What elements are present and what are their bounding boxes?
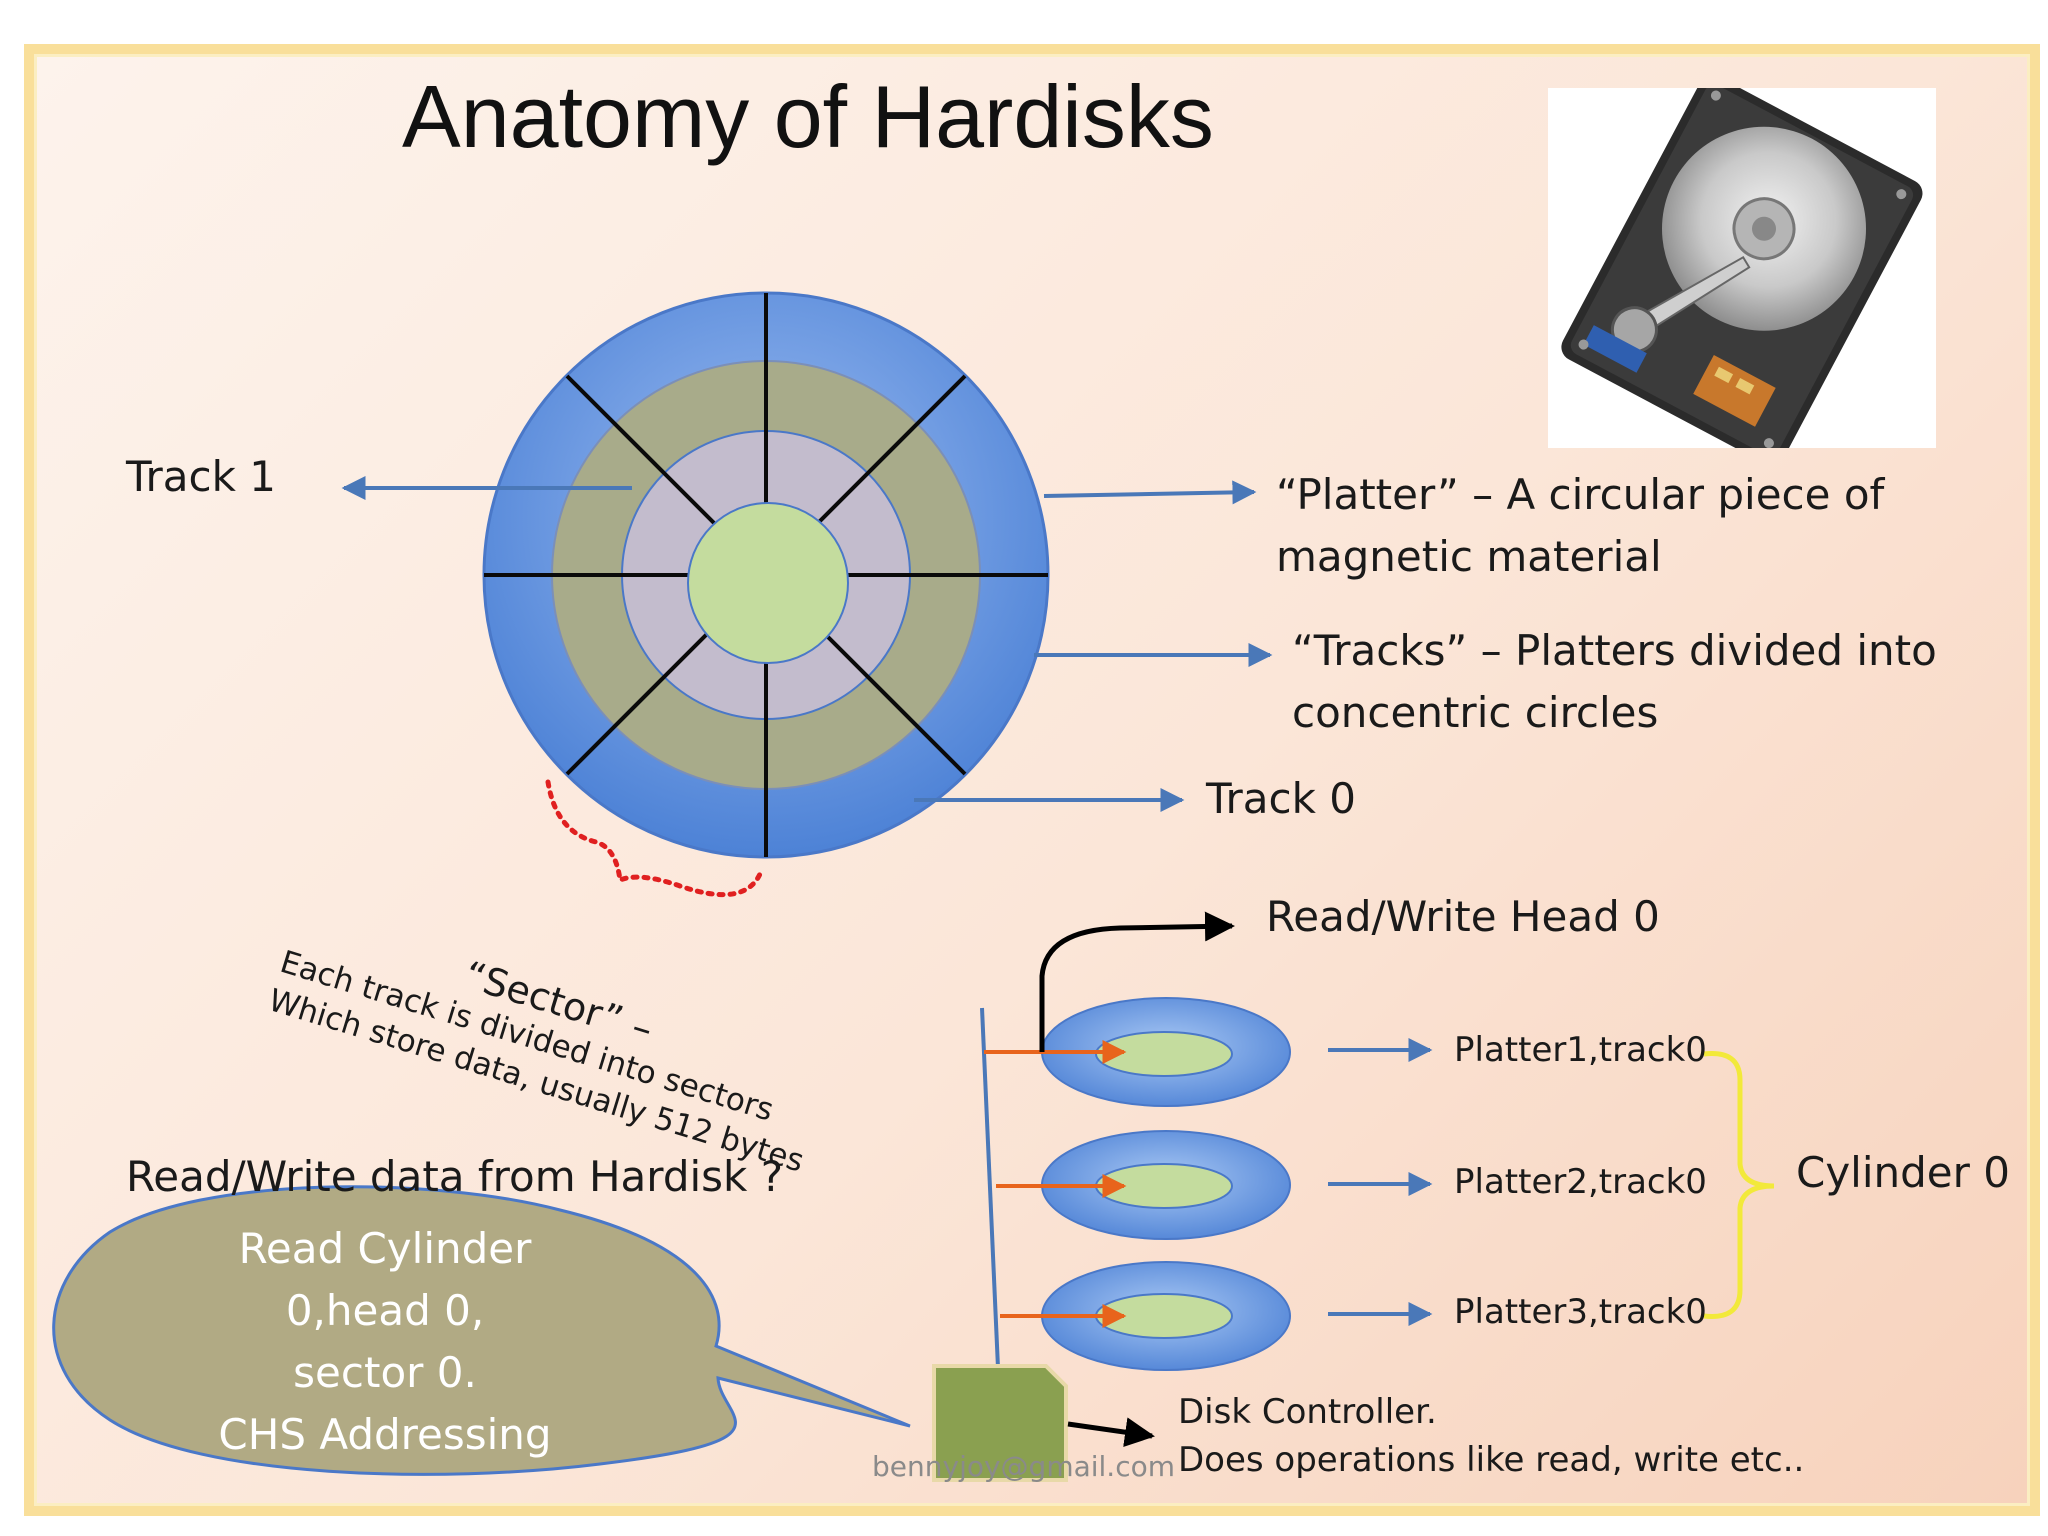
hdd-photo — [1548, 75, 1936, 466]
platter-arrow — [1043, 480, 1257, 505]
label-tracks-line2: concentric circles — [1292, 688, 1659, 737]
platter-top-view — [482, 291, 1050, 859]
bubble-line-1: Read Cylinder — [238, 1224, 532, 1273]
label-platter3: Platter3,track0 — [1454, 1292, 1707, 1332]
disk-controller-chip — [932, 1364, 1068, 1482]
cylinder-brace — [1703, 1051, 1775, 1319]
bubble-text: Read Cylinder 0,head 0, sector 0. CHS Ad… — [170, 1218, 600, 1466]
watermark: bennyjoy@gmail.com — [872, 1450, 1176, 1483]
bubble-line-2: 0,head 0, — [285, 1286, 485, 1335]
bubble-line-4: CHS Addressing — [218, 1410, 552, 1459]
label-controller-line1: Disk Controller. — [1178, 1392, 1437, 1432]
platter-stack — [1041, 997, 1291, 1371]
label-tracks-line1: “Tracks” – Platters divided into — [1292, 626, 1937, 675]
label-question: Read/Write data from Hardisk ? — [126, 1152, 783, 1201]
speech-bubble — [52, 1185, 911, 1476]
label-platter1: Platter1,track0 — [1454, 1030, 1707, 1070]
label-controller-line2: Does operations like read, write etc.. — [1178, 1440, 1805, 1480]
label-rw-head: Read/Write Head 0 — [1266, 892, 1660, 941]
hard-disk-drive-icon — [1561, 75, 1923, 466]
slide-title: Anatomy of Hardisks — [402, 67, 1214, 166]
platter-side-2 — [1041, 1130, 1291, 1240]
label-track1: Track 1 — [126, 452, 276, 501]
bubble-line-3: sector 0. — [293, 1348, 477, 1397]
controller-arrow — [1067, 1417, 1155, 1448]
label-platter-line1: “Platter” – A circular piece of — [1276, 470, 1885, 519]
platter-center — [687, 502, 849, 664]
label-platter-line2: magnetic material — [1276, 532, 1662, 581]
sector-brace — [545, 779, 763, 898]
spindle-shaft — [980, 1007, 1000, 1369]
label-platter2: Platter2,track0 — [1454, 1162, 1707, 1202]
platter-side-1 — [1041, 997, 1291, 1107]
label-track0: Track 0 — [1206, 774, 1356, 823]
rw-head-arrow — [1039, 911, 1235, 1052]
label-cylinder: Cylinder 0 — [1796, 1148, 2010, 1197]
